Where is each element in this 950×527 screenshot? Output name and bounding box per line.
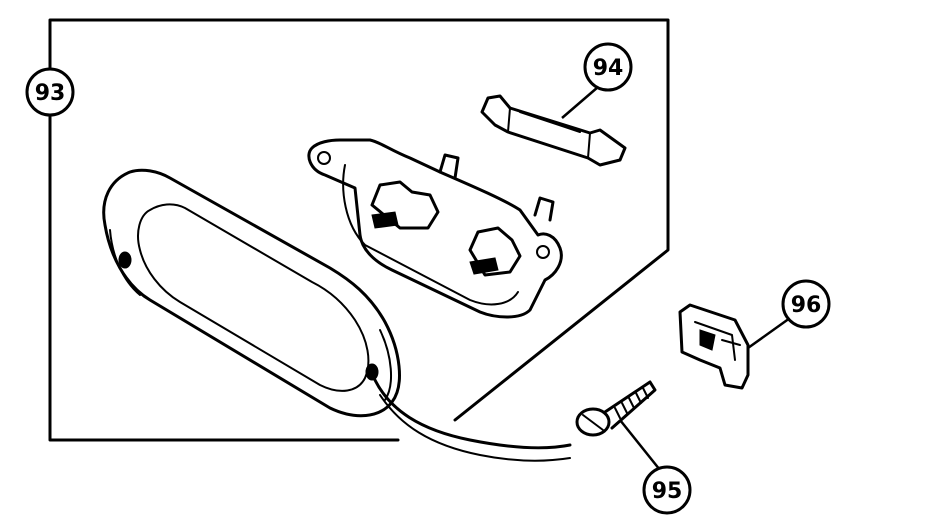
leader-95 xyxy=(619,419,661,471)
callout-95: 95 xyxy=(642,465,692,515)
festoon-bulb xyxy=(480,94,627,167)
leader-96 xyxy=(747,316,791,350)
callout-95-label: 95 xyxy=(652,479,683,504)
callout-94: 94 xyxy=(583,42,633,92)
lamp-lens-cover xyxy=(102,168,401,418)
lamp-holder-base xyxy=(307,138,563,319)
callout-96: 96 xyxy=(781,279,831,329)
fixing-screw xyxy=(575,380,657,437)
callout-94-label: 94 xyxy=(593,56,624,81)
assembly-bracket xyxy=(48,18,670,442)
spring-clip xyxy=(678,303,750,390)
callout-96-label: 96 xyxy=(791,293,822,318)
callout-93: 93 xyxy=(25,67,75,117)
callout-93-label: 93 xyxy=(35,81,66,106)
leader-94 xyxy=(561,86,599,119)
lamp-wire xyxy=(373,378,572,462)
